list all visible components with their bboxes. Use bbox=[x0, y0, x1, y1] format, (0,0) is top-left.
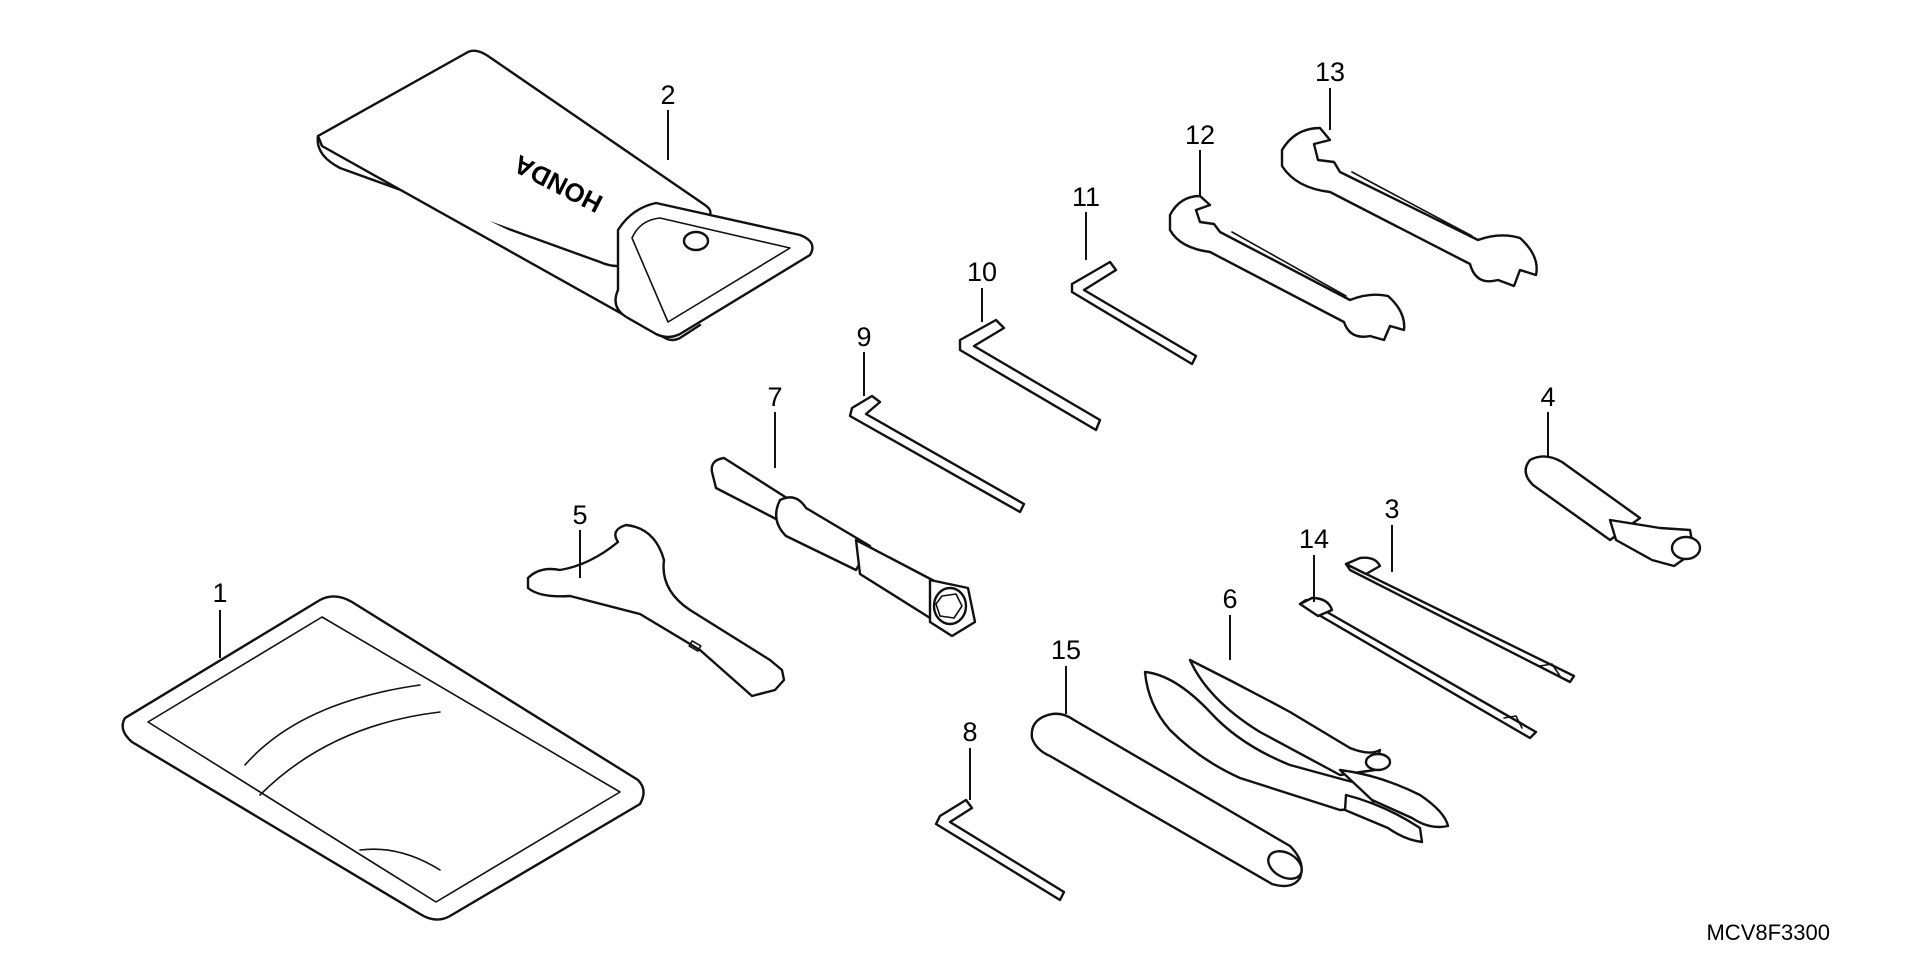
callout-14: 14 bbox=[1299, 524, 1329, 554]
part-7-plug-wrench bbox=[710, 412, 977, 638]
callout-5: 5 bbox=[572, 500, 587, 530]
callout-15: 15 bbox=[1051, 635, 1081, 665]
part-11-hex-key bbox=[1070, 212, 1198, 366]
callout-11: 11 bbox=[1072, 182, 1100, 212]
part-6-pliers bbox=[1143, 615, 1450, 844]
callout-9: 9 bbox=[856, 322, 871, 352]
part-3-screwdriver bbox=[1344, 525, 1576, 684]
callout-7: 7 bbox=[767, 382, 782, 412]
part-14-screwdriver bbox=[1298, 555, 1538, 740]
callout-2: 2 bbox=[660, 80, 675, 110]
callout-13: 13 bbox=[1315, 57, 1345, 87]
part-13-wrench bbox=[1280, 88, 1538, 288]
part-15-grip-tube bbox=[1030, 666, 1303, 888]
callout-3: 3 bbox=[1384, 494, 1399, 524]
part-2-tool-roll: HONDA bbox=[316, 49, 814, 342]
part-12-wrench bbox=[1168, 150, 1406, 342]
callout-1: 1 bbox=[212, 578, 227, 608]
callout-4: 4 bbox=[1540, 382, 1555, 412]
callout-8: 8 bbox=[962, 717, 977, 747]
callout-10: 10 bbox=[967, 257, 997, 287]
part-9-hex-key bbox=[848, 352, 1026, 514]
part-5-pin-spanner bbox=[526, 523, 786, 698]
part-4-screwdriver-handle bbox=[1524, 412, 1702, 568]
part-1-tool-bag bbox=[121, 595, 645, 921]
part-10-hex-key bbox=[958, 288, 1102, 432]
drawing-code: MCV8F3300 bbox=[1706, 920, 1830, 945]
callout-6: 6 bbox=[1222, 584, 1237, 614]
callout-12: 12 bbox=[1185, 120, 1215, 150]
part-8-hex-key bbox=[934, 748, 1066, 902]
